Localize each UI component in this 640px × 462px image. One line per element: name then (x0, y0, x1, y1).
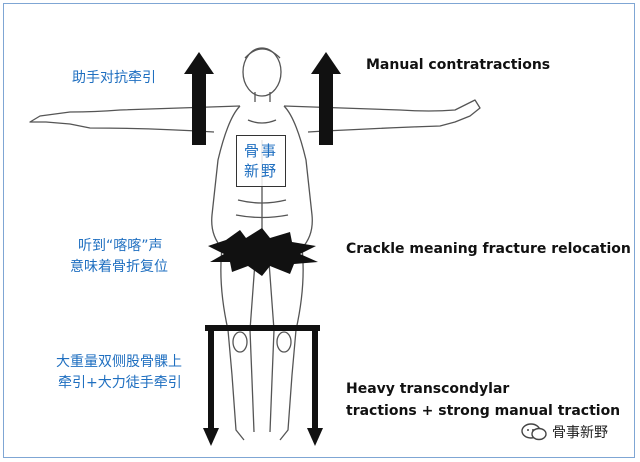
contratraction-arrow-left (184, 52, 214, 145)
label-heavy-traction-line2: 牵引+大力徒手牵引 (58, 375, 182, 391)
stamp-line2: 新野 (243, 162, 278, 180)
wechat-icon (521, 423, 547, 441)
label-crackle-line2: 意味着骨折复位 (70, 259, 168, 275)
label-manual-contratractions: Manual contratractions (366, 57, 551, 73)
label-strong-manual-traction: tractions + strong manual traction (346, 403, 621, 419)
traction-frame (203, 325, 323, 446)
label-assistant-countertraction: 助手对抗牵引 (72, 70, 156, 86)
watermark: 骨事新野 (520, 422, 608, 442)
contratraction-arrow-right (311, 52, 341, 145)
brand-stamp: 骨事 新野 (236, 135, 286, 187)
label-heavy-traction-line1: 大重量双侧股骨髁上 (56, 354, 182, 370)
label-heavy-transcondylar: Heavy transcondylar (346, 381, 510, 397)
figure-frame (3, 3, 635, 458)
label-crackle-line1: 听到“喀喀”声 (78, 238, 163, 254)
stamp-line1: 骨事 (243, 142, 278, 160)
label-crackle-meaning: Crackle meaning fracture relocation (346, 241, 631, 257)
watermark-text: 骨事新野 (552, 425, 608, 441)
crackle-burst-icon (208, 228, 318, 276)
